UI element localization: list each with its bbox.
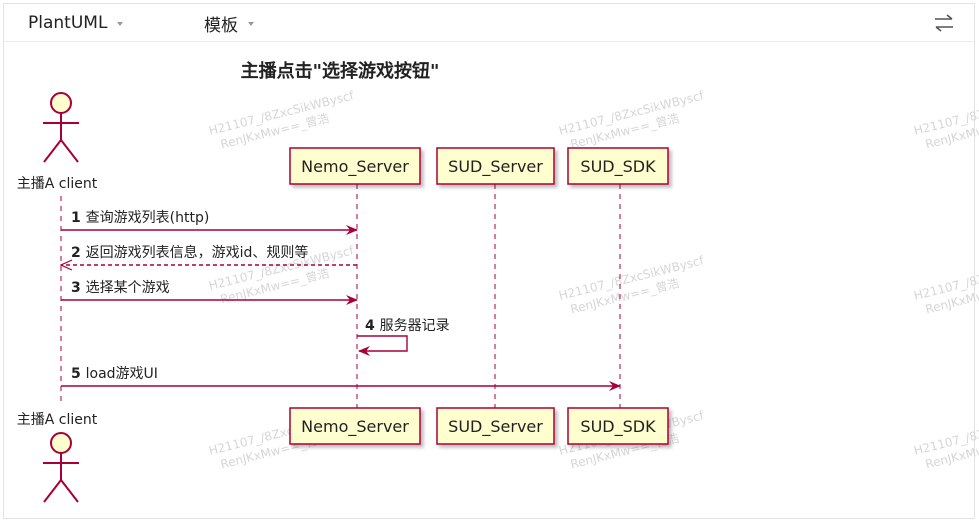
message-label: 2 返回游戏列表信息，游戏id、规则等 — [71, 244, 308, 261]
message: 3 选择某个游戏 — [61, 280, 358, 305]
participant-label: Nemo_Server — [301, 417, 409, 437]
toolbar: PlantUML 模板 — [4, 4, 974, 42]
participant-box-rect — [436, 147, 555, 185]
message-arrow — [357, 335, 408, 356]
chevron-down-icon — [117, 22, 124, 26]
actor-body-icon — [43, 113, 79, 163]
language-select-label: PlantUML — [28, 13, 108, 33]
participant-box-rect — [567, 147, 669, 185]
message-label: 3 选择某个游戏 — [71, 280, 170, 296]
participant-label: Nemo_Server — [301, 157, 409, 177]
template-select[interactable]: 模板 — [204, 12, 254, 36]
message: 1 查询游戏列表(http) — [61, 210, 358, 235]
actor-bottom — [43, 432, 79, 503]
actor-head-icon — [50, 92, 72, 114]
participant-box: SUD_Server — [436, 147, 555, 185]
participant-label: SUD_Server — [448, 157, 543, 177]
actor-label-bottom: 主播A client — [17, 412, 98, 428]
participant-box: SUD_Server — [436, 407, 555, 445]
template-select-label: 模板 — [204, 15, 238, 36]
language-select[interactable]: PlantUML — [28, 12, 124, 34]
message-label: 4 服务器记录 — [365, 318, 450, 334]
watermark-text: H21107_/8ZxcSikWByscfRenJKxMw==_曾浩 — [912, 88, 979, 153]
message: 5 load游戏UI — [61, 366, 621, 391]
actor-head-icon — [50, 432, 72, 454]
participant-box: Nemo_Server — [289, 407, 421, 445]
diagram-title: 主播点击"选择游戏按钮" — [241, 60, 440, 82]
swap-icon — [935, 14, 953, 32]
actor-top — [43, 92, 79, 163]
participant-label: SUD_SDK — [580, 157, 656, 177]
participant-box-rect — [289, 147, 421, 185]
actor-label-top: 主播A client — [17, 176, 98, 192]
participant-box-rect — [289, 407, 421, 445]
participant-box: SUD_SDK — [567, 407, 669, 445]
chevron-down-icon — [248, 22, 254, 26]
watermark-text: H21107_/8ZxcSikWByscfRenJKxMw==_曾浩 — [207, 88, 359, 153]
message-label: 5 load游戏UI — [71, 366, 158, 382]
watermark-text: H21107_/8ZxcSikWByscfRenJKxMw==_曾浩 — [912, 253, 979, 318]
participant-box-rect — [436, 407, 555, 445]
participant-box: Nemo_Server — [289, 147, 421, 185]
participant-label: SUD_Server — [448, 417, 543, 437]
participant-box-rect — [567, 407, 669, 445]
watermark-text: H21107_/8ZxcSikWByscfRenJKxMw==_曾浩 — [557, 253, 709, 318]
message-label: 1 查询游戏列表(http) — [71, 210, 209, 226]
watermark-text: H21107_/8ZxcSikWByscfRenJKxMw==_曾浩 — [912, 408, 979, 473]
message: 4 服务器记录 — [357, 318, 450, 356]
watermark-text: H21107_/8ZxcSikWByscfRenJKxMw==_曾浩 — [557, 88, 709, 153]
participant-box: SUD_SDK — [567, 147, 669, 185]
message: 2 返回游戏列表信息，游戏id、规则等 — [61, 244, 357, 265]
participant-label: SUD_SDK — [580, 417, 656, 437]
messages: 1 查询游戏列表(http) 2 返回游戏列表信息，游戏id、规则等 3 选择某个游… — [61, 210, 621, 391]
swap-button[interactable] — [932, 12, 956, 34]
actor-body-icon — [43, 453, 79, 503]
